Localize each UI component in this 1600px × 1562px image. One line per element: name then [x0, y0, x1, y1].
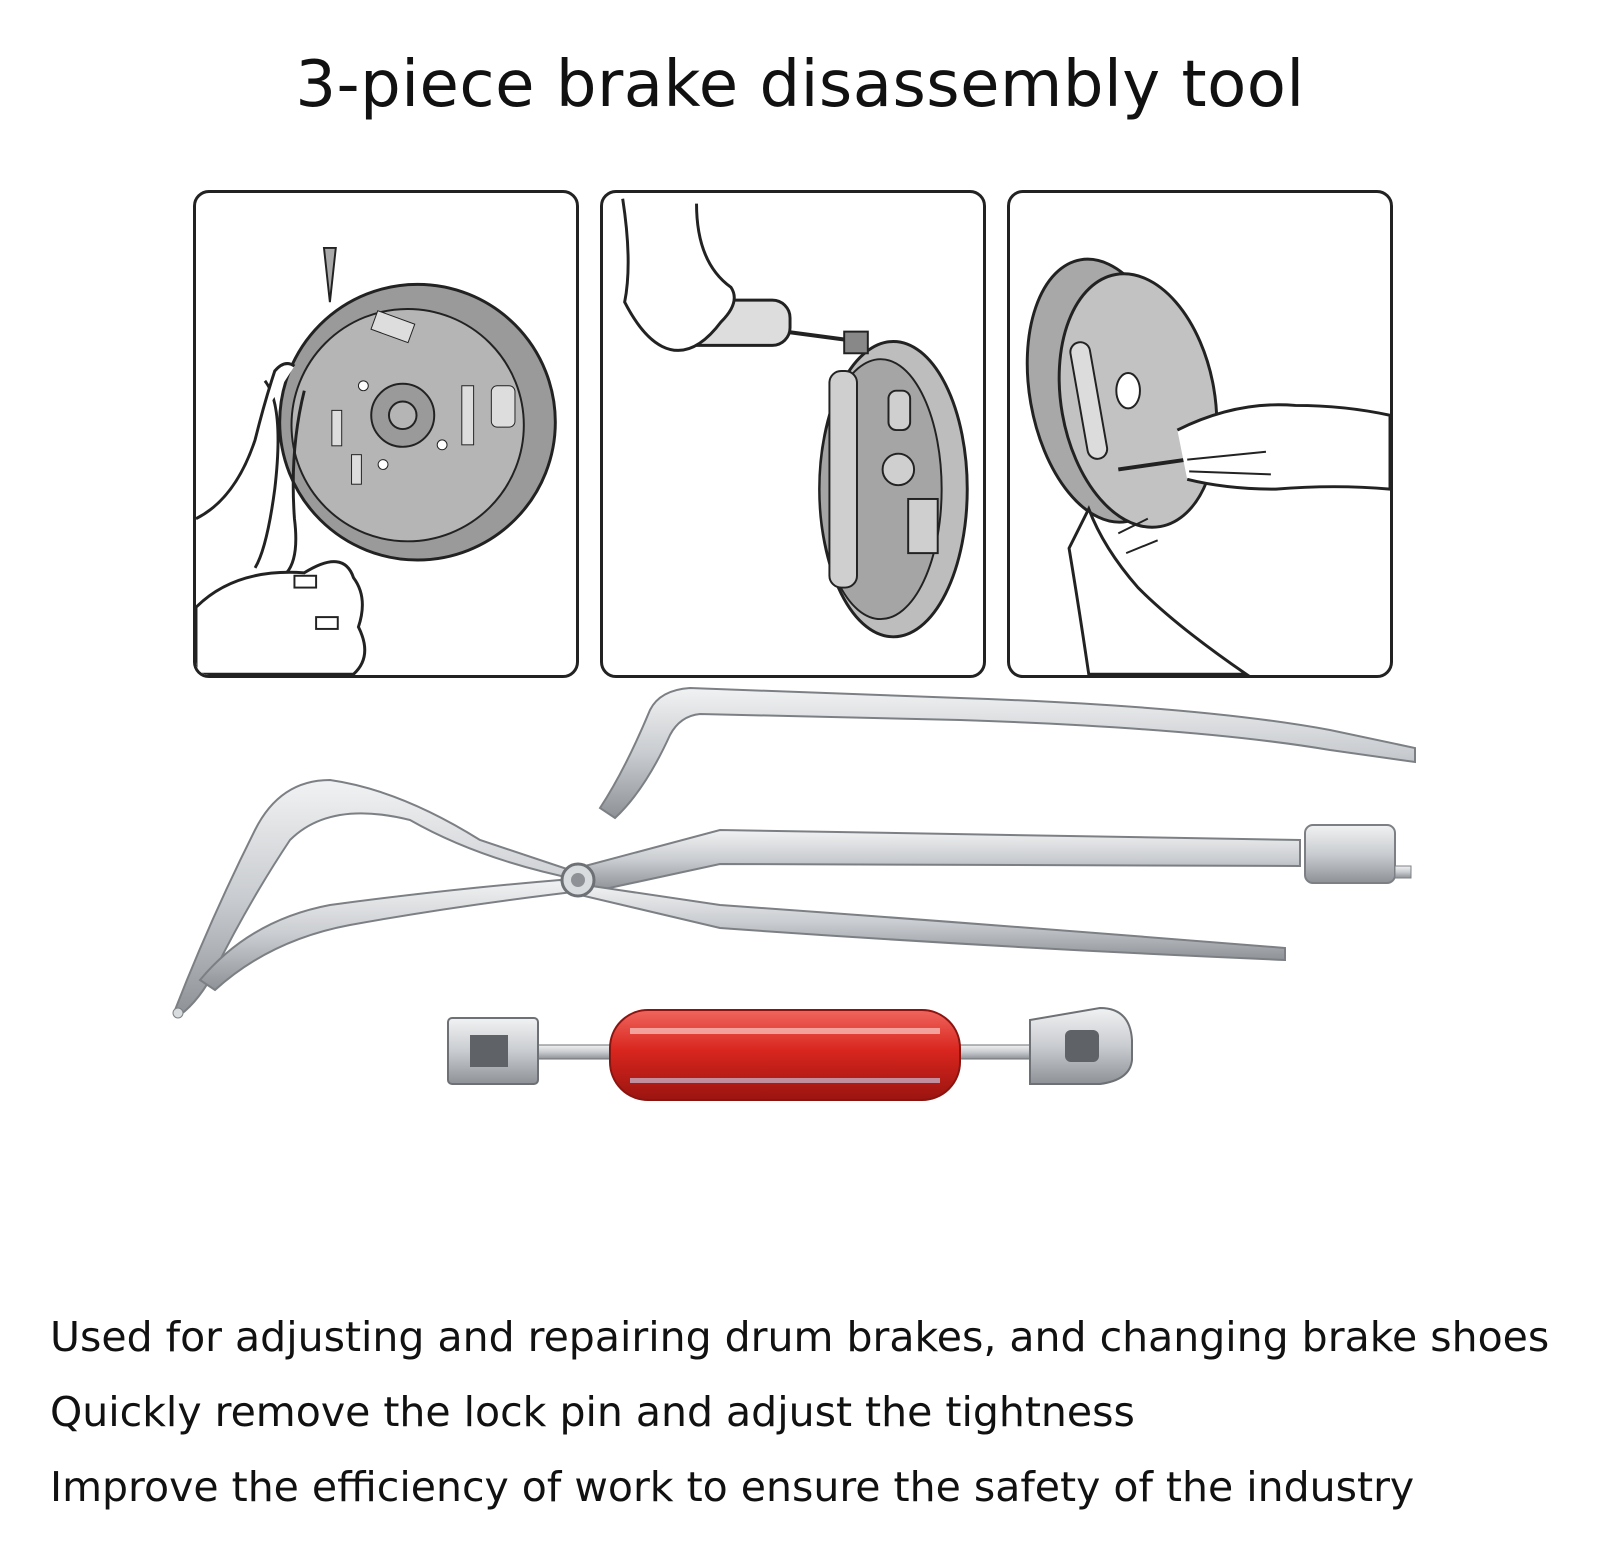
drum-brake-plier-illustration: [196, 246, 557, 675]
drum-brake-screwdriver-illustration: [621, 198, 969, 639]
brake-spoon-icon: [598, 686, 1416, 820]
feature-item: Used for adjusting and repairing drum br…: [50, 1313, 1550, 1361]
feature-item: Quickly remove the lock pin and adjust t…: [50, 1388, 1135, 1436]
adjusting-tool-icon: [447, 1006, 1133, 1101]
illustration-panel-pliers: [193, 190, 579, 678]
illustration-panel-hands: [1007, 190, 1393, 678]
tool-set: [0, 680, 1600, 1140]
feature-item: Improve the efficiency of work to ensure…: [50, 1463, 1415, 1511]
feature-list: Used for adjusting and repairing drum br…: [50, 1300, 1590, 1525]
brake-spring-plier-icon: [172, 778, 1412, 1019]
illustration-panel-screwdriver: [600, 190, 986, 678]
backing-plate-hands-illustration: [1025, 257, 1390, 675]
page-title: 3-piece brake disassembly tool: [295, 48, 1305, 122]
